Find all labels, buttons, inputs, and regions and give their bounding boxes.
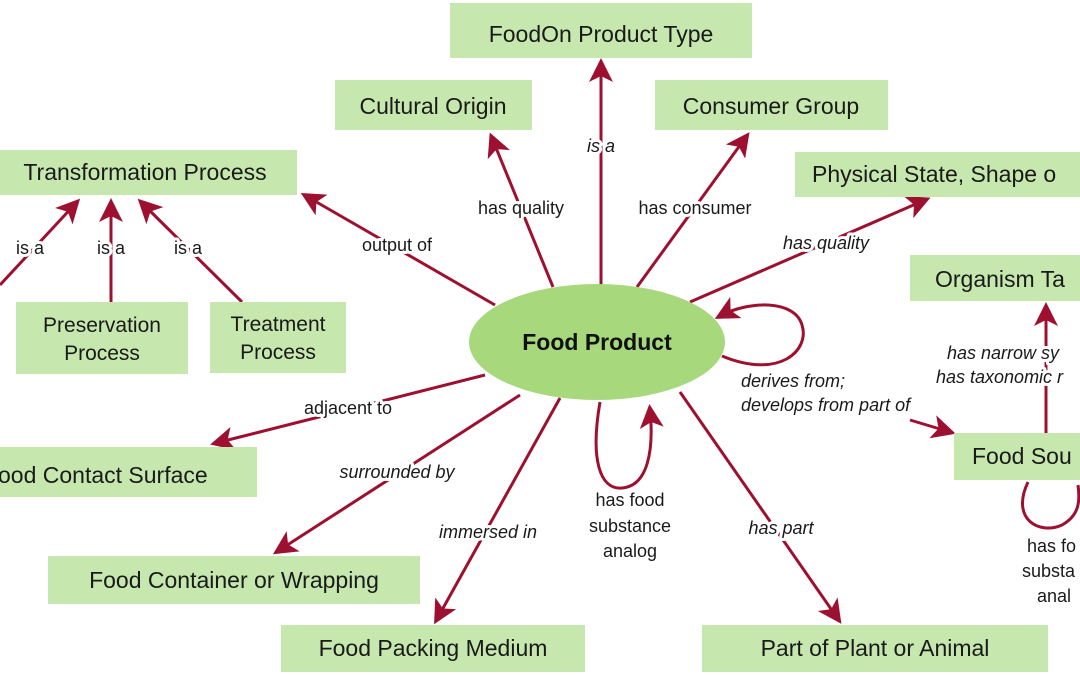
center-label: Food Product xyxy=(522,329,672,355)
edge-label: has quality xyxy=(783,233,870,253)
edge-source-loop xyxy=(1021,481,1080,530)
edge-label: has fo xyxy=(1027,536,1076,556)
edge-label: has narrow sy xyxy=(947,343,1060,363)
node-label: Food Container or Wrapping xyxy=(89,567,379,593)
edge-immersed-in xyxy=(434,397,562,625)
node-treatment-process[interactable]: Treatment Process xyxy=(210,302,346,373)
node-consumer-group[interactable]: Consumer Group xyxy=(655,80,888,130)
edge-adjacent-to xyxy=(210,373,486,451)
node-transformation-process[interactable]: Transformation Process xyxy=(0,150,297,195)
edge-label: substa xyxy=(1022,561,1076,581)
edge-self-loop-derives xyxy=(714,296,805,367)
node-part-of-plant-or-animal[interactable]: Part of Plant or Animal xyxy=(702,625,1048,672)
node-label: Preservation xyxy=(43,314,161,337)
edge-label: analog xyxy=(603,541,657,561)
node-label: Physical State, Shape o xyxy=(812,161,1056,187)
edge-has-consumer xyxy=(635,132,750,288)
edge-has-quality-state xyxy=(689,196,931,304)
edge-self-loop-analog xyxy=(594,401,664,490)
edge-surrounded-by xyxy=(272,393,521,555)
edge-label: anal xyxy=(1037,586,1071,606)
node-food-product[interactable]: Food Product xyxy=(469,284,725,400)
edge-label: output of xyxy=(362,235,433,255)
edge-is-a-3 xyxy=(137,198,244,304)
node-food-container[interactable]: Food Container or Wrapping xyxy=(48,556,420,604)
node-label: Process xyxy=(64,342,140,365)
edge-label: has taxonomic r xyxy=(936,367,1064,387)
edge-label: develops from part of xyxy=(741,395,912,415)
node-label: Cultural Origin xyxy=(360,93,507,119)
node-label: Treatment xyxy=(231,313,326,336)
edge-label: is a xyxy=(587,136,615,156)
edge-label: has quality xyxy=(478,198,564,218)
edge-labels: is a has quality has consumer has qualit… xyxy=(13,133,1079,609)
edge-label: surrounded by xyxy=(339,462,455,482)
edge-label: immersed in xyxy=(439,522,537,542)
node-organism-taxon[interactable]: Organism Ta xyxy=(910,255,1080,301)
edge-derives-from xyxy=(909,415,956,439)
edge-label: is a xyxy=(97,238,126,258)
node-label: Process xyxy=(240,341,316,364)
node-cultural-origin[interactable]: Cultural Origin xyxy=(335,80,532,130)
edge-has-part xyxy=(678,391,842,624)
node-food-contact-surface[interactable]: ood Contact Surface xyxy=(0,447,257,497)
node-label: Organism Ta xyxy=(935,266,1065,292)
edge-is-a-1 xyxy=(0,198,81,287)
node-label: Food Sou xyxy=(972,443,1072,469)
node-label: ood Contact Surface xyxy=(0,462,208,488)
node-label: Food Packing Medium xyxy=(319,635,548,661)
edge-output-of xyxy=(300,193,496,307)
node-label: Part of Plant or Animal xyxy=(761,635,990,661)
edge-label: has part xyxy=(748,518,814,538)
node-physical-state[interactable]: Physical State, Shape o xyxy=(795,152,1080,197)
edge-label: adjacent to xyxy=(304,398,392,418)
edge-label: has consumer xyxy=(638,198,751,218)
edge-label: has food xyxy=(595,490,664,510)
node-label: Transformation Process xyxy=(23,159,266,185)
edge-label: is a xyxy=(16,238,45,258)
edge-has-quality-origin xyxy=(487,132,555,288)
node-food-source[interactable]: Food Sou xyxy=(954,433,1080,480)
node-food-packing-medium[interactable]: Food Packing Medium xyxy=(281,625,585,672)
node-label: FoodOn Product Type xyxy=(489,21,714,47)
edge-label: is a xyxy=(174,238,203,258)
edge-label: substance xyxy=(589,516,671,536)
edge-label: derives from; xyxy=(741,371,845,391)
node-label: Consumer Group xyxy=(683,93,859,119)
edges xyxy=(0,58,1080,625)
node-preservation-process[interactable]: Preservation Process xyxy=(16,302,188,374)
node-foodon-product-type[interactable]: FoodOn Product Type xyxy=(450,3,752,58)
